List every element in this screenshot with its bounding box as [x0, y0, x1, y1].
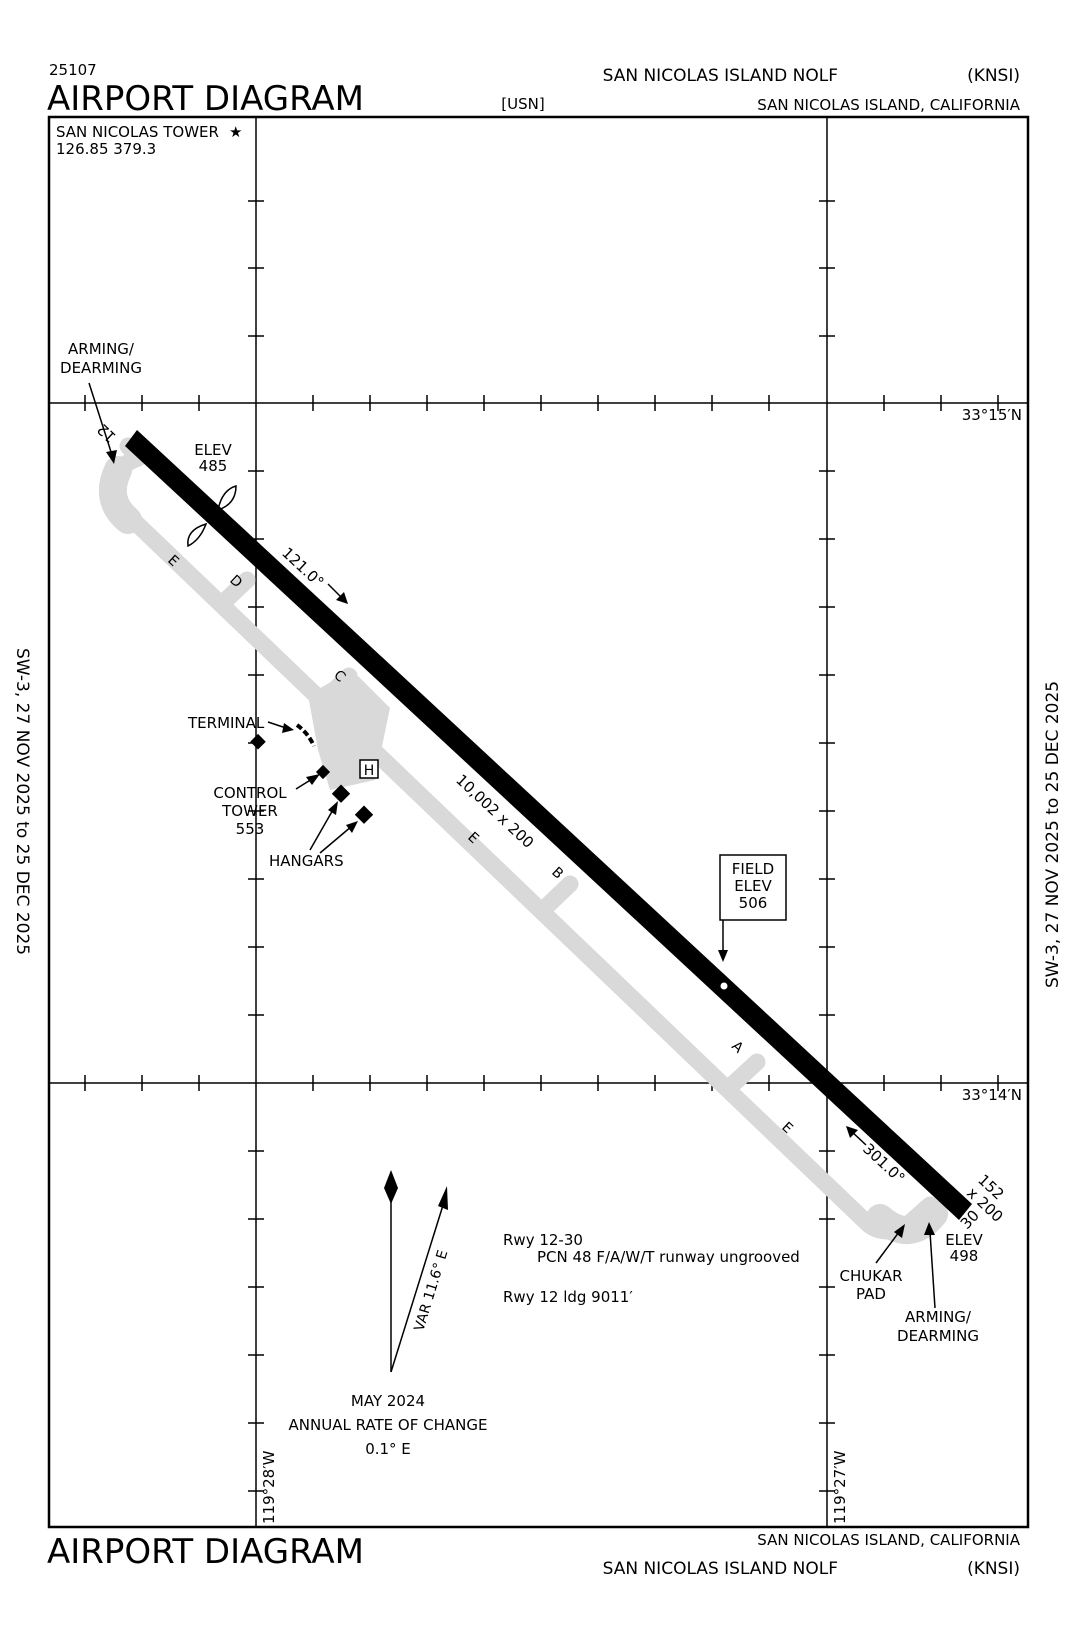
- page-title: AIRPORT DIAGRAM: [47, 79, 364, 119]
- field-elev-line2: ELEV: [734, 877, 772, 895]
- grid-ticks: [84, 200, 999, 1492]
- note-pcn: PCN 48 F/A/W/T runway ungrooved: [537, 1248, 800, 1266]
- hangars-arrows: [309, 801, 358, 854]
- arming-se-line1: ARMING/: [905, 1308, 972, 1326]
- elev-30-value: 498: [950, 1247, 979, 1265]
- field-elev-line1: FIELD: [732, 860, 774, 878]
- chukar-pad-line1: CHUKAR: [840, 1267, 903, 1285]
- tower-name: SAN NICOLAS TOWER: [56, 123, 219, 141]
- approach-light-icon: [187, 485, 237, 548]
- arming-nw-line1: ARMING/: [68, 340, 135, 358]
- heading-arrow-301: [846, 1126, 867, 1146]
- operator-label: [USN]: [501, 95, 544, 113]
- chart-number: 25107: [49, 61, 97, 79]
- control-tower-arrow: [295, 774, 320, 790]
- control-tower-line3: 553: [236, 820, 265, 838]
- arming-se-line2: DEARMING: [897, 1327, 979, 1345]
- arming-se-arrow: [924, 1222, 936, 1309]
- airport-name: SAN NICOLAS ISLAND NOLF: [603, 66, 838, 86]
- field-elev-box: [719, 854, 787, 921]
- helipad-label: H: [364, 763, 375, 779]
- map-frame: [47, 115, 1030, 1529]
- field-elev-line3: 506: [739, 894, 768, 912]
- validity-right: SW-3, 27 NOV 2025 to 25 DEC 2025: [1043, 681, 1063, 988]
- elev-12-label: ELEV: [194, 441, 232, 459]
- footer-title: AIRPORT DIAGRAM: [47, 1532, 364, 1572]
- control-tower-icon: [315, 764, 331, 780]
- lon-label-west: 119°28′W: [260, 1450, 278, 1524]
- magvar-label: VAR 11.6° E: [412, 1248, 452, 1333]
- footer-location: SAN NICOLAS ISLAND, CALIFORNIA: [757, 1531, 1020, 1549]
- magvar-date: MAY 2024: [351, 1392, 425, 1410]
- building-icon: [250, 733, 266, 750]
- hangar-icon: [354, 805, 374, 824]
- elev-12-value: 485: [199, 457, 228, 475]
- note-runway: Rwy 12-30: [503, 1231, 583, 1249]
- hangar-icon: [331, 784, 351, 803]
- helipad-icon: [359, 759, 379, 779]
- validity-left: SW-3, 27 NOV 2025 to 25 DEC 2025: [12, 648, 32, 955]
- true-north-arrow-icon: [384, 1170, 398, 1372]
- runway-end-12: 12: [93, 420, 119, 446]
- control-tower-line1: CONTROL: [213, 784, 287, 802]
- location-label: SAN NICOLAS ISLAND, CALIFORNIA: [757, 96, 1020, 114]
- hangars-label: HANGARS: [269, 852, 344, 870]
- tower-frequencies: 126.85 379.3: [56, 140, 156, 158]
- runway-12-30: [125, 430, 972, 1220]
- taxiway-a-label: A: [728, 1038, 746, 1057]
- field-elev-pointer: [718, 920, 728, 990]
- airport-id: (KNSI): [967, 66, 1020, 86]
- magnetic-north-arrow-icon: [390, 1186, 448, 1373]
- note-landing: Rwy 12 ldg 9011′: [503, 1288, 633, 1306]
- chukar-pad-line2: PAD: [856, 1285, 886, 1303]
- footer-airport-name: SAN NICOLAS ISLAND NOLF: [603, 1559, 838, 1579]
- arming-nw-line2: DEARMING: [60, 359, 142, 377]
- heading-arrow-121: [327, 583, 348, 604]
- magvar-rate: 0.1° E: [365, 1440, 411, 1458]
- elev-30-label: ELEV: [945, 1231, 983, 1249]
- tower-star-icon: ★: [229, 123, 242, 141]
- footer-airport-id: (KNSI): [967, 1559, 1020, 1579]
- terminal-label: TERMINAL: [187, 714, 265, 732]
- chukar-pad-arrow: [875, 1224, 905, 1264]
- lat-label-south: 33°14′N: [962, 1086, 1022, 1104]
- grid-lines: [49, 117, 1028, 1527]
- lon-label-east: 119°27′W: [831, 1450, 849, 1524]
- lat-label-north: 33°15′N: [962, 406, 1022, 424]
- control-tower-line2: TOWER: [221, 802, 278, 820]
- terminal-arrow: [267, 721, 316, 747]
- arming-nw-arrow: [88, 382, 117, 464]
- magvar-rate-label: ANNUAL RATE OF CHANGE: [289, 1416, 488, 1434]
